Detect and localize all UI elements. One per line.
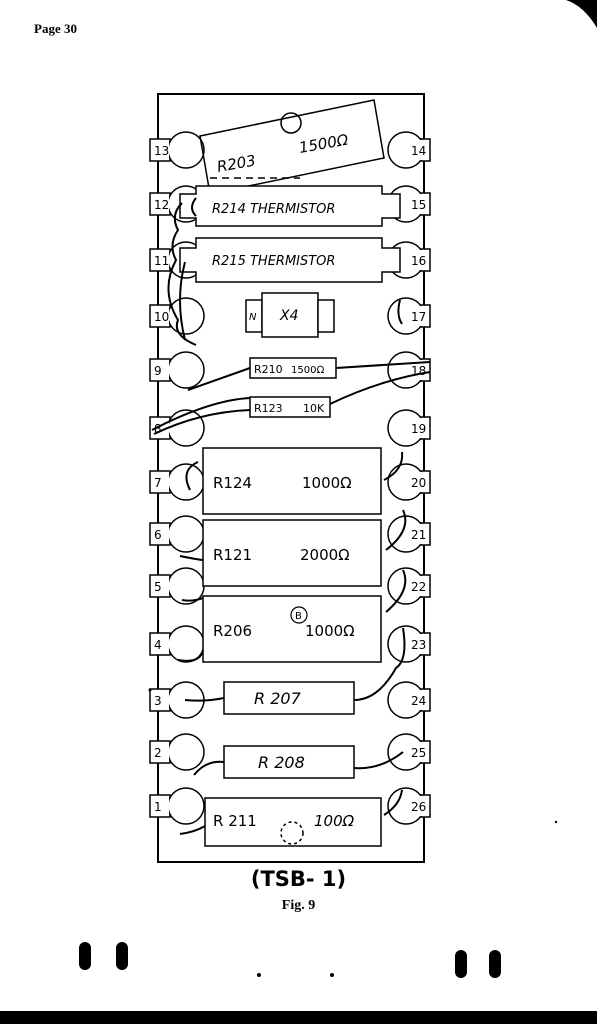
terminal-5: 5 xyxy=(149,567,205,605)
terminal-label: 5 xyxy=(154,580,162,594)
terminal-21: 21 xyxy=(387,515,431,553)
resistor-r123: R123 10K xyxy=(249,396,331,418)
figure-caption: Fig. 9 xyxy=(281,898,316,913)
component-x4: N X4 xyxy=(245,292,335,338)
terminal-label: 19 xyxy=(411,422,426,436)
terminal-label: 26 xyxy=(411,800,426,814)
resistor-r121: R121 2000Ω xyxy=(202,519,382,587)
terminal-23: 23 xyxy=(387,625,431,663)
terminal-label: 24 xyxy=(411,694,426,708)
terminal-label: 16 xyxy=(411,254,426,268)
r206-marker: B xyxy=(295,611,302,622)
resistor-r208: R 208 xyxy=(223,745,355,779)
terminal-label: 13 xyxy=(154,144,169,158)
r203-ref: R203 xyxy=(216,151,258,176)
terminal-label: 25 xyxy=(411,746,426,760)
terminal-label: 15 xyxy=(411,198,426,212)
r123-value: 10K xyxy=(303,402,325,415)
r206-ref: R206 xyxy=(213,622,252,640)
resistor-r211: R 211 100Ω xyxy=(204,797,382,847)
terminal-20: 20 xyxy=(387,463,431,501)
r203-value: 1500Ω xyxy=(298,131,351,157)
resistor-r210: R210 1500Ω xyxy=(249,357,337,379)
terminal-label: 7 xyxy=(154,476,162,490)
terminal-14: 14 xyxy=(387,131,431,169)
terminal-6: 6 xyxy=(149,515,205,553)
terminal-label: 2 xyxy=(154,746,162,760)
r207-ref: R 207 xyxy=(254,689,302,708)
terminal-19: 19 xyxy=(387,409,431,447)
terminal-label: 8 xyxy=(154,422,162,436)
page-corner xyxy=(566,0,597,28)
terminal-label: 3 xyxy=(154,694,162,708)
r124-ref: R124 xyxy=(213,474,252,492)
r121-value: 2000Ω xyxy=(300,546,350,564)
resistor-r124: R124 1000Ω xyxy=(202,447,382,515)
terminal-9: 9 xyxy=(149,351,205,389)
r124-value: 1000Ω xyxy=(302,474,352,492)
terminal-2: 2 xyxy=(149,733,205,771)
x4-pin: N xyxy=(249,312,257,323)
terminal-label: 4 xyxy=(154,638,162,652)
r211-value: 100Ω xyxy=(314,812,355,830)
terminal-13: 13 xyxy=(149,131,205,169)
page-number: Page 30 xyxy=(34,21,77,36)
resistor-r207: R 207 xyxy=(223,681,355,715)
terminal-25: 25 xyxy=(387,733,431,771)
terminal-label: 6 xyxy=(154,528,162,542)
thermistor-r215: R215 THERMISTOR xyxy=(179,237,401,283)
terminal-24: 24 xyxy=(387,681,431,719)
r121-ref: R121 xyxy=(213,546,252,564)
wires xyxy=(151,197,431,835)
terminal-label: 22 xyxy=(411,580,426,594)
terminal-label: 20 xyxy=(411,476,426,490)
binder-holes xyxy=(79,942,501,978)
terminal-label: 10 xyxy=(154,310,169,324)
r211-ref: R 211 xyxy=(213,812,257,830)
resistor-r203: R203 1500Ω xyxy=(199,99,385,195)
r206-value: 1000Ω xyxy=(305,622,355,640)
terminal-label: 23 xyxy=(411,638,426,652)
mounting-hole-dashed xyxy=(280,821,304,845)
thermistor-r214: R214 THERMISTOR xyxy=(179,185,401,227)
terminal-1: 1 xyxy=(149,787,205,825)
resistor-r206: R206 B 1000Ω xyxy=(202,595,382,663)
r215-ref: R215 THERMISTOR xyxy=(212,254,335,269)
terminal-7: 7 xyxy=(149,463,205,501)
terminal-label: 11 xyxy=(154,254,169,268)
terminal-label: 14 xyxy=(411,144,426,158)
terminal-label: 12 xyxy=(154,198,169,212)
page-bottom-edge xyxy=(0,1011,597,1024)
terminal-label: 9 xyxy=(154,364,162,378)
terminal-label: 21 xyxy=(411,528,426,542)
terminal-label: 1 xyxy=(154,800,162,814)
terminal-26: 26 xyxy=(387,787,431,825)
board-label: (TSB- 1) xyxy=(250,867,347,891)
mounting-hole xyxy=(280,112,302,134)
terminal-17: 17 xyxy=(387,297,431,335)
r210-ref: R210 xyxy=(254,363,283,376)
terminal-22: 22 xyxy=(387,567,431,605)
r210-value: 1500Ω xyxy=(291,365,324,376)
r123-ref: R123 xyxy=(254,402,283,415)
r208-ref: R 208 xyxy=(258,753,305,772)
terminal-label: 17 xyxy=(411,310,426,324)
r214-ref: R214 THERMISTOR xyxy=(212,202,335,217)
x4-ref: X4 xyxy=(279,308,299,324)
